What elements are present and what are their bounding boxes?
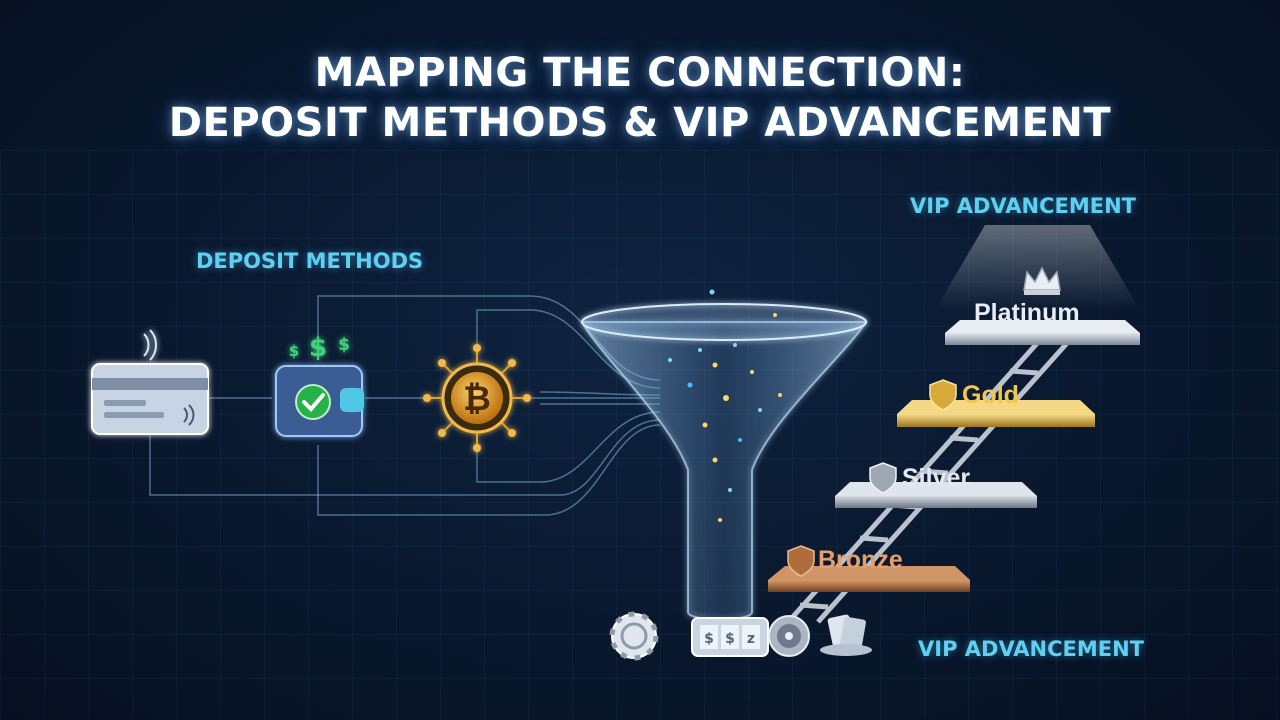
roulette-icon bbox=[768, 615, 810, 657]
tier-label-gold: Gold bbox=[962, 381, 1019, 409]
platform-bronze bbox=[768, 566, 970, 592]
connection-lines bbox=[149, 295, 661, 516]
svg-text:z: z bbox=[747, 631, 755, 647]
bitcoin-icon: ₿ bbox=[423, 344, 531, 452]
svg-text:$: $ bbox=[289, 342, 299, 360]
title-line-2: DEPOSIT METHODS & VIP ADVANCEMENT bbox=[168, 100, 1112, 146]
poker-chip-icon bbox=[609, 611, 659, 661]
slot-machine-icon: $ $ z bbox=[691, 617, 769, 657]
tier-label-bronze: Bronze bbox=[818, 546, 903, 574]
playing-cards-icon bbox=[820, 614, 872, 656]
deposit-methods-label: DEPOSIT METHODS bbox=[196, 249, 424, 273]
funnel-particles bbox=[668, 289, 782, 522]
wallet-check-icon: $ $ $ bbox=[275, 333, 364, 437]
title-line-1: MAPPING THE CONNECTION: bbox=[314, 50, 966, 96]
shield-icon-silver bbox=[869, 462, 897, 494]
vip-advancement-label-top: VIP ADVANCEMENT bbox=[910, 194, 1137, 218]
tier-label-platinum: Platinum bbox=[974, 299, 1080, 327]
svg-text:₿: ₿ bbox=[463, 379, 491, 419]
crown-icon bbox=[1023, 266, 1061, 295]
shield-icon-gold bbox=[929, 379, 957, 411]
svg-text:$: $ bbox=[704, 631, 714, 647]
shield-icon-bronze bbox=[787, 545, 815, 577]
svg-text:$: $ bbox=[338, 335, 350, 355]
tier-label-silver: Silver bbox=[902, 464, 971, 492]
credit-card-icon bbox=[91, 329, 209, 435]
svg-text:$: $ bbox=[309, 333, 327, 363]
platform-platinum bbox=[945, 320, 1140, 345]
vip-advancement-label-bottom: VIP ADVANCEMENT bbox=[918, 637, 1145, 661]
svg-text:$: $ bbox=[725, 631, 735, 647]
funnel bbox=[580, 303, 868, 621]
